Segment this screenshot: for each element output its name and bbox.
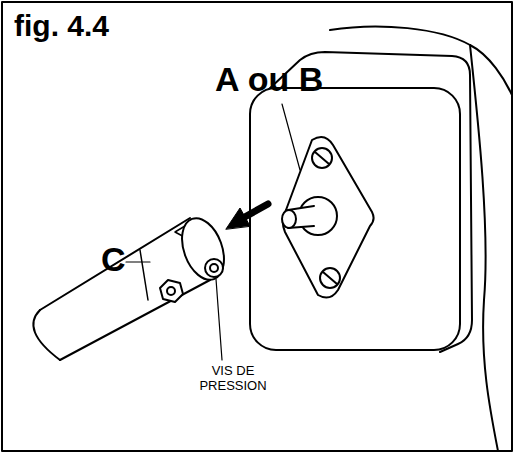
screw xyxy=(312,148,332,168)
figure-title: fig. 4.4 xyxy=(14,10,109,42)
screw xyxy=(320,268,340,288)
tube-seam xyxy=(140,250,148,300)
part-label: VIS DE PRESSION xyxy=(190,364,276,394)
part-label: C xyxy=(101,242,126,278)
insertion-arrow-shaft xyxy=(243,204,268,218)
leader-line xyxy=(216,279,222,360)
insertion-arrow-head xyxy=(226,208,250,229)
tube-end xyxy=(174,212,232,285)
part-label: A ou B xyxy=(215,62,323,98)
leader-line xyxy=(126,261,150,262)
leader-line xyxy=(282,104,300,170)
nut xyxy=(160,280,183,302)
pin-end xyxy=(282,210,296,228)
screw-slot xyxy=(323,272,337,284)
tube-cut xyxy=(33,310,60,360)
set-screw-head xyxy=(210,264,218,272)
nut-hole xyxy=(167,287,175,295)
bracket-plate xyxy=(283,137,374,298)
screw-slot xyxy=(315,152,329,164)
set-screw xyxy=(205,259,223,277)
frame-contour-top xyxy=(470,45,512,95)
mounting-panel xyxy=(250,88,460,350)
